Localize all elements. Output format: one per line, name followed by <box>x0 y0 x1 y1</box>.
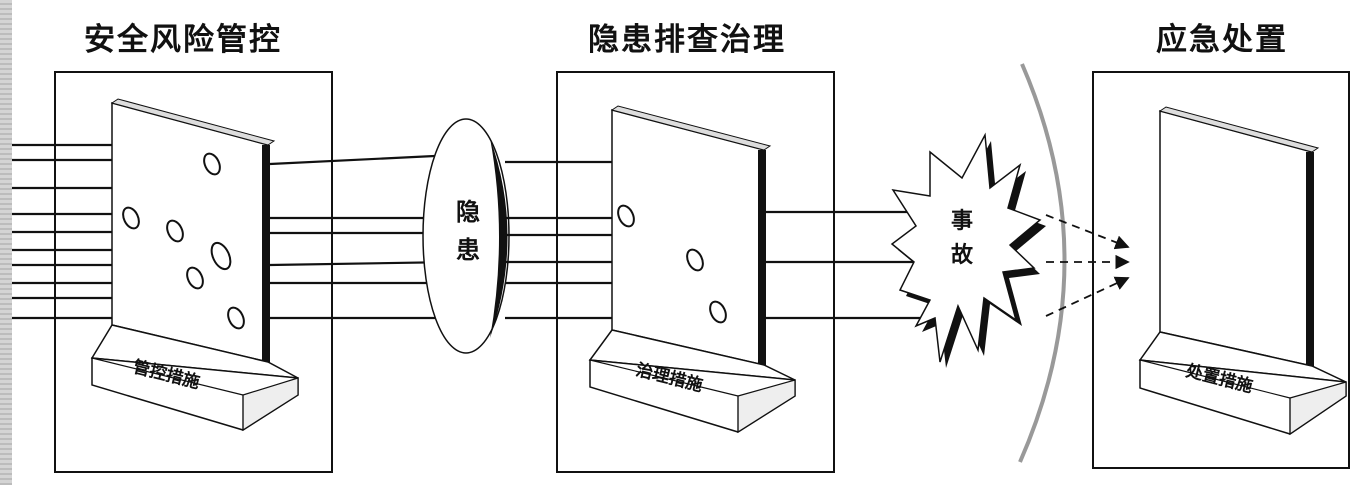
accident-label-2: 故 <box>951 242 974 268</box>
stage-2-title: 隐患排查治理 <box>588 22 786 58</box>
stage-2-frame <box>556 71 835 473</box>
stage-1-frame <box>54 71 333 473</box>
stage-3-frame <box>1092 71 1350 469</box>
accident-burst <box>890 132 1046 368</box>
holes-2 <box>617 204 727 324</box>
left-edge-strip <box>0 0 12 485</box>
control-board-1 <box>90 98 299 432</box>
control-board-3 <box>1138 106 1347 436</box>
stage-3-title: 应急处置 <box>1156 22 1288 58</box>
stage-1-title: 安全风险管控 <box>84 22 282 58</box>
holes-1 <box>122 152 245 330</box>
control-board-2 <box>588 105 796 434</box>
hazard-label-1: 隐 <box>456 198 480 226</box>
escaped-hazard-lines <box>766 210 930 320</box>
impact-arrows <box>1045 214 1130 317</box>
hazard-label-2: 患 <box>456 236 480 264</box>
accident-label-1: 事 <box>951 208 973 234</box>
